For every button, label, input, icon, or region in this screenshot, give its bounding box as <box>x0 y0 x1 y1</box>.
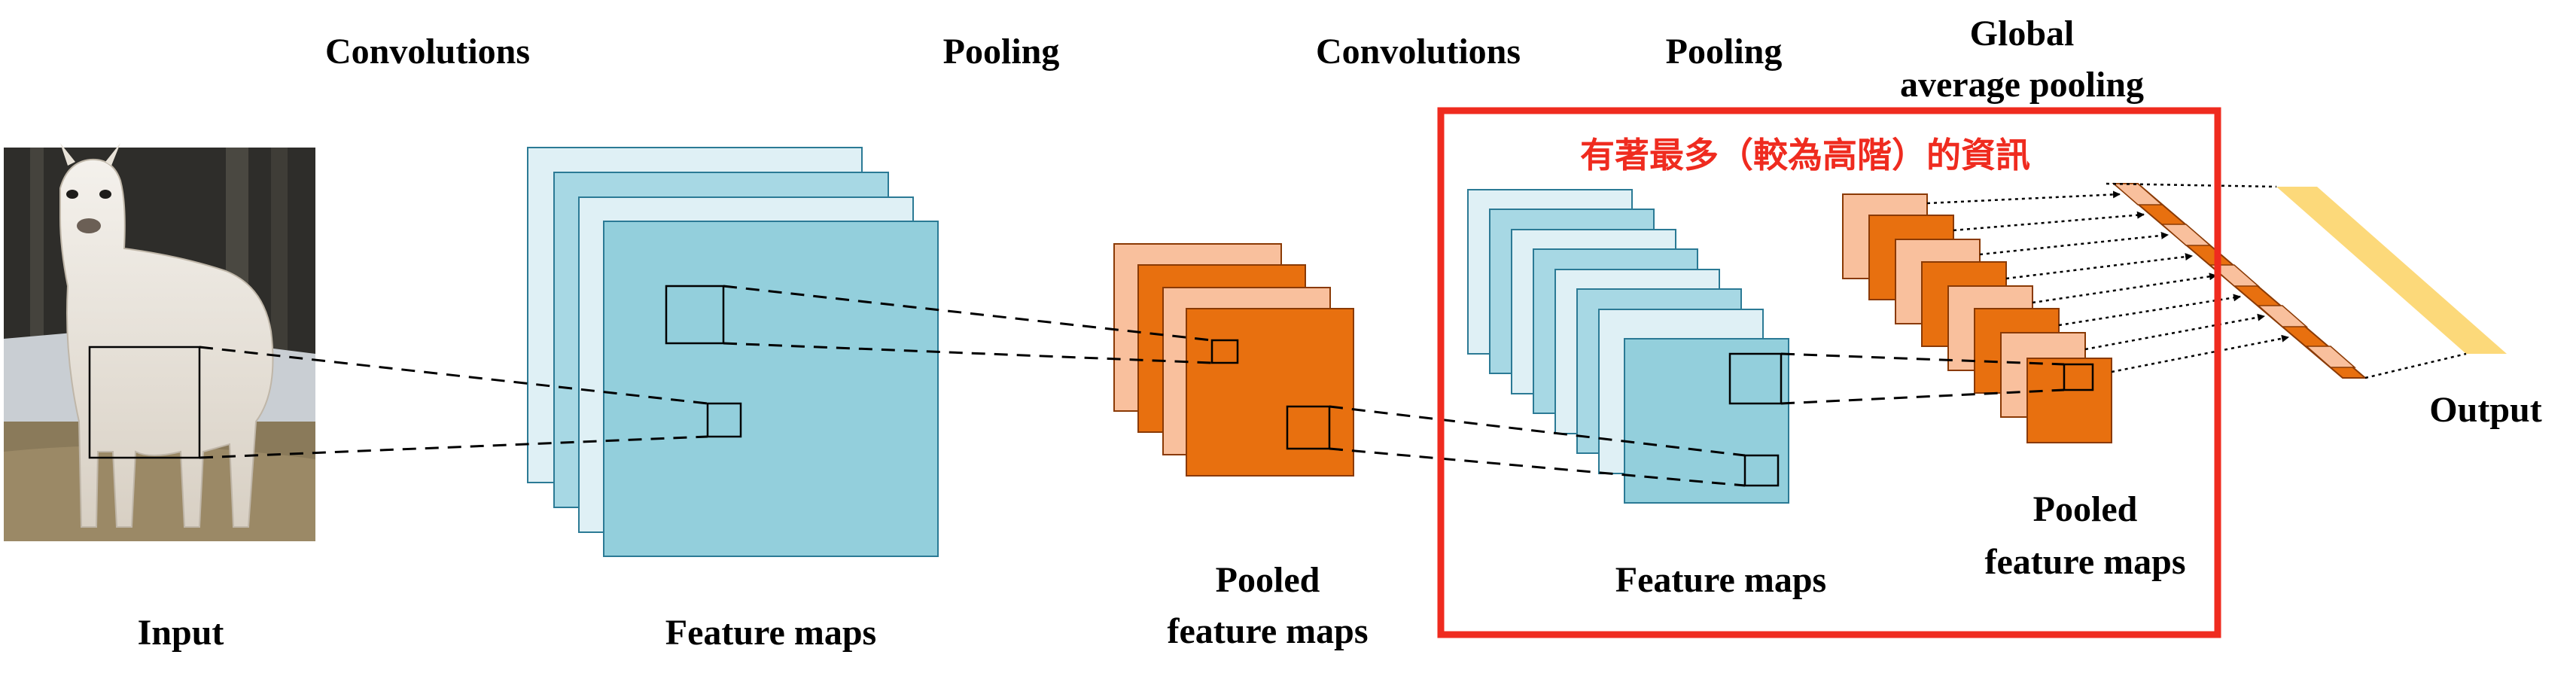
pooled-maps-stack-1 <box>1113 243 1354 477</box>
dotted-pooling-arrows <box>1926 182 2467 379</box>
label-pooled-1-line1: Pooled <box>1216 560 1320 600</box>
output-vector <box>2276 187 2507 354</box>
label-pooled-2-line1: Pooled <box>2033 489 2138 529</box>
highlight-note: 有著最多（較為高階）的資訊 <box>1580 135 2030 175</box>
pool2-output-cell <box>2063 363 2094 391</box>
pool1-output-cell <box>1210 339 1239 364</box>
label-convolutions-1: Convolutions <box>325 32 530 72</box>
label-input: Input <box>138 613 224 653</box>
label-global-line2: average pooling <box>1900 65 2144 105</box>
label-pooling-2: Pooling <box>1666 32 1783 72</box>
label-feature-maps-1: Feature maps <box>665 613 876 653</box>
label-pooling-1: Pooling <box>943 32 1060 72</box>
pool1-conv-window <box>1286 405 1331 450</box>
label-global-line1: Global <box>1970 14 2075 53</box>
fm1-conv-output-cell <box>706 402 742 438</box>
input-image <box>4 143 315 541</box>
pooled-maps-stack-2 <box>1842 193 2112 443</box>
label-pooled-1-line2: feature maps <box>1167 611 1368 651</box>
label-pooled-2-line2: feature maps <box>1984 542 2185 582</box>
highlight-box <box>1437 107 2221 638</box>
fm1-pool-window <box>665 285 725 345</box>
dashed-connections <box>199 285 2065 487</box>
label-convolutions-2: Convolutions <box>1316 32 1521 72</box>
label-output: Output <box>2429 390 2541 430</box>
fm2-conv-output-cell <box>1743 454 1780 487</box>
input-receptive-field-box <box>88 346 201 459</box>
fm2-pool-window <box>1728 352 1783 405</box>
label-feature-maps-2: Feature maps <box>1615 560 1826 600</box>
feature-maps-stack-2 <box>1467 189 1789 504</box>
feature-maps-stack-1 <box>527 147 939 557</box>
